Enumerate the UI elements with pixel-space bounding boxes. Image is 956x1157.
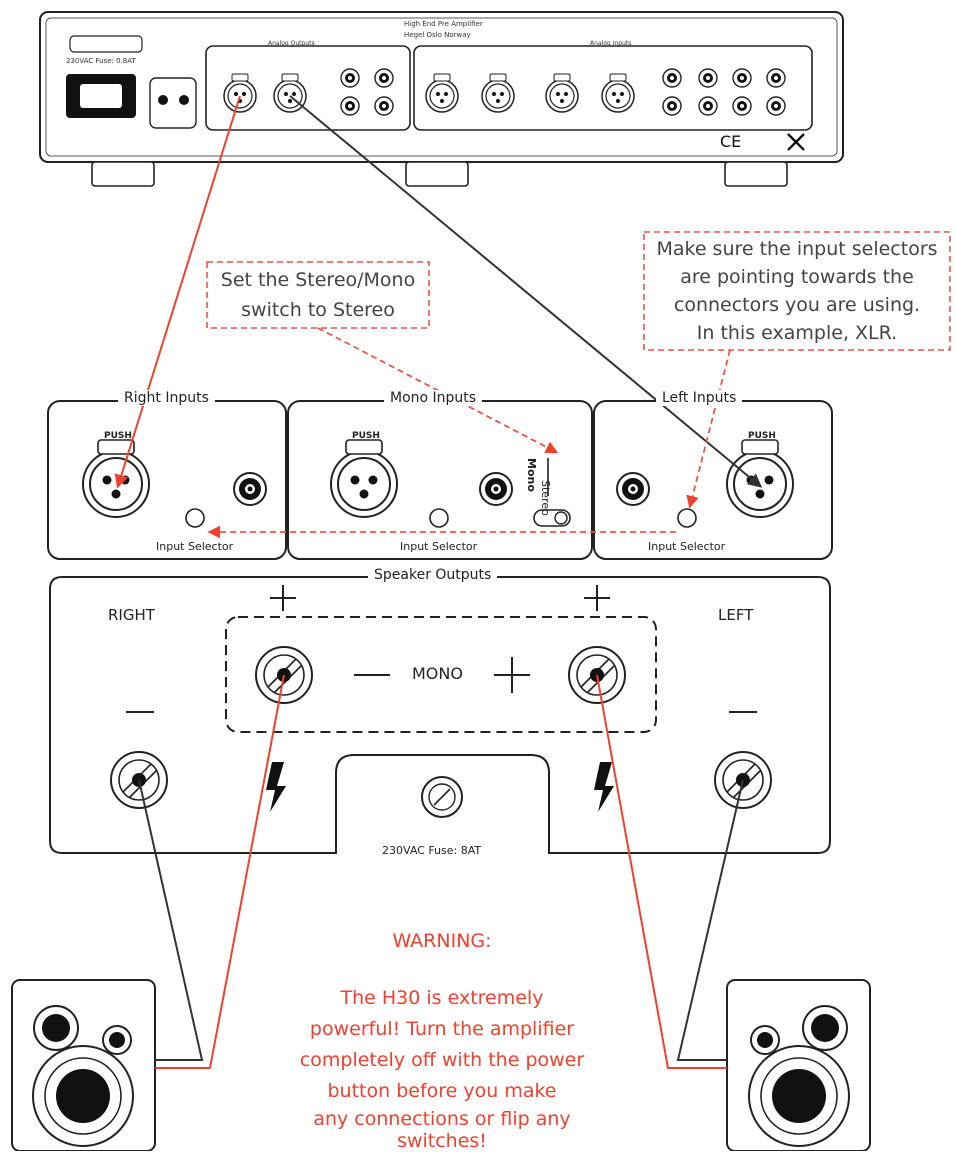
warning-title: WARNING: <box>392 930 492 952</box>
right-minus-cable <box>138 779 204 1061</box>
preamp-fuse-label: 230VAC Fuse: 0.8AT <box>66 57 136 65</box>
analog-inputs-label: Analog Inputs <box>590 40 632 47</box>
selector-note-line1: Make sure the input selectors <box>656 238 938 260</box>
right-plus-cable <box>155 674 285 1069</box>
speaker-output-panel <box>49 576 831 854</box>
svg-text:CE: CE <box>720 132 741 151</box>
warning-line2: powerful! Turn the amplifier <box>309 1018 575 1040</box>
selector-note-line2: are pointing towards the <box>680 266 914 288</box>
right-channel-label: RIGHT <box>108 606 155 624</box>
stereo-note-line2: switch to Stereo <box>241 299 395 321</box>
left-minus-cable <box>676 779 744 1061</box>
left-inputs-title: Left Inputs <box>656 390 743 406</box>
preamp-header-line2: Hegel Oslo Norway <box>404 31 471 39</box>
warning-line3: completely off with the power <box>299 1049 585 1071</box>
input-panels <box>47 400 833 560</box>
selector-note-arrow <box>686 349 731 509</box>
push-label-right: PUSH <box>104 431 132 441</box>
amp-fuse-label: 230VAC Fuse: 8AT <box>382 844 482 857</box>
mono-bridge-box <box>225 616 657 733</box>
left-xlr-cable <box>289 95 763 488</box>
selector-note-line3: connectors you are using. <box>673 294 921 316</box>
preamp-header-line1: High End Pre Amplifier <box>404 20 483 28</box>
warning-line4: button before you make <box>327 1080 557 1102</box>
push-label-mono: PUSH <box>352 431 380 441</box>
warning-line1: The H30 is extremely <box>340 987 544 1009</box>
speaker-outputs-title: Speaker Outputs <box>368 567 498 583</box>
stereo-note-line1: Set the Stereo/Mono <box>220 269 416 291</box>
warning-line5: any connections or flip any <box>313 1108 571 1130</box>
mono-label: MONO <box>412 664 463 683</box>
selector-note-box <box>643 231 951 351</box>
push-label-left: PUSH <box>748 431 776 441</box>
input-selector-label-right: Input Selector <box>156 540 234 553</box>
right-speaker <box>11 979 156 1151</box>
input-selector-label-left: Input Selector <box>648 540 726 553</box>
analog-outputs-label: Analog Outputs <box>268 40 315 47</box>
selector-note-line4: In this example, XLR. <box>696 322 898 344</box>
mono-switch-label: Mono <box>525 458 538 492</box>
left-speaker <box>726 979 871 1151</box>
stereo-switch-label: Stereo <box>539 480 552 516</box>
right-inputs-title: Right Inputs <box>118 390 215 406</box>
left-channel-label: LEFT <box>718 606 754 624</box>
stereo-note-box <box>206 261 430 329</box>
preamp-rear-panel: CE <box>39 11 844 187</box>
right-xlr-cable <box>114 95 241 489</box>
left-plus-cable <box>596 674 727 1069</box>
mono-inputs-title: Mono Inputs <box>384 390 483 406</box>
input-selector-label-mono: Input Selector <box>400 540 478 553</box>
warning-line6: switches! <box>397 1130 487 1152</box>
